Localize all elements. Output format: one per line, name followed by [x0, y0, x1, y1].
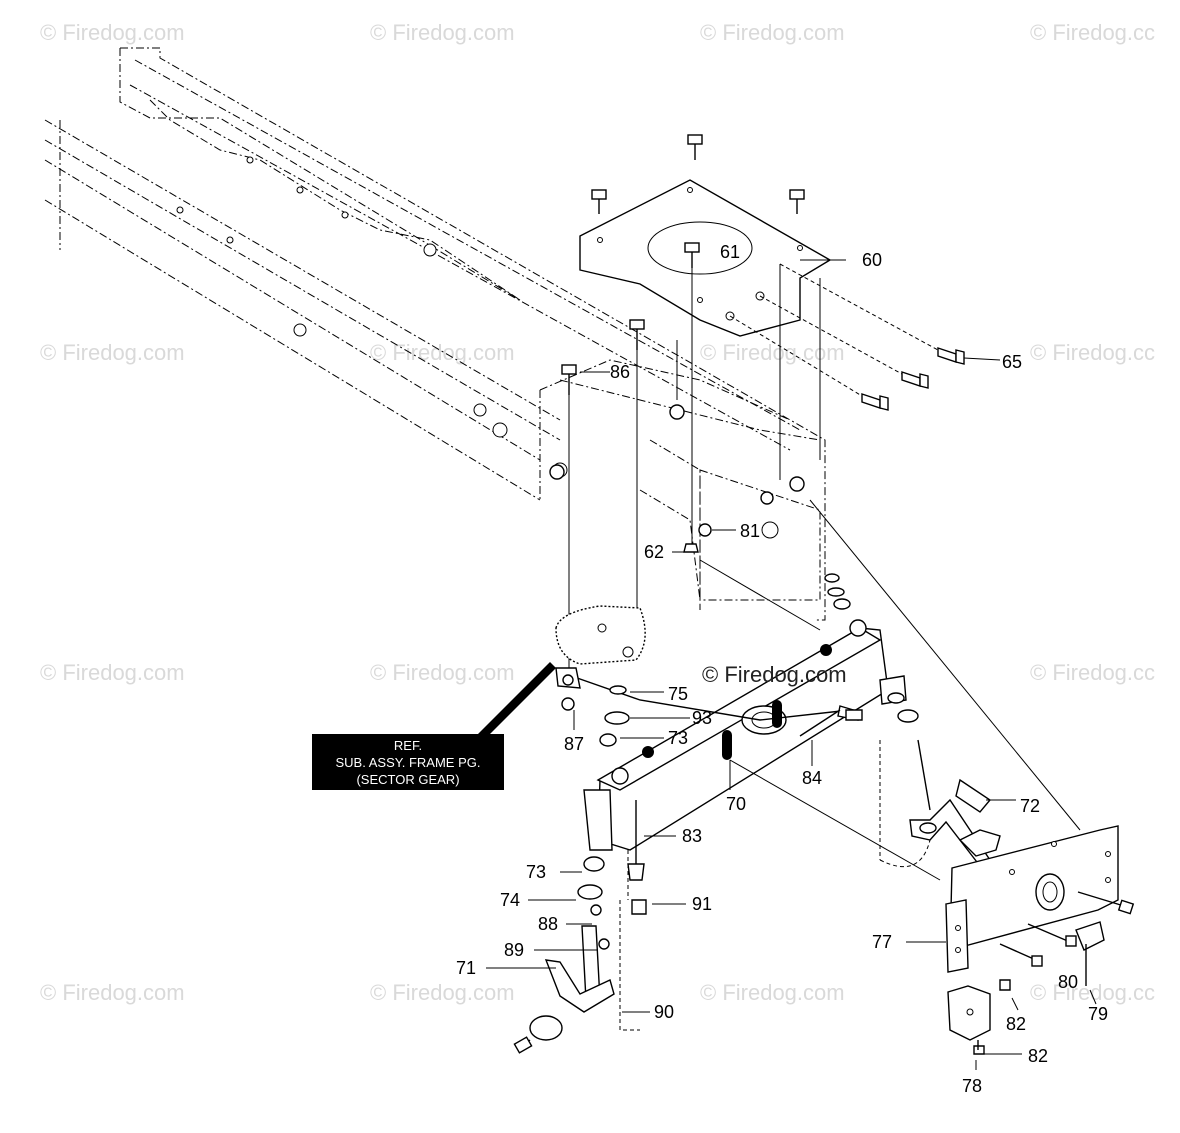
watermark: © Firedog.cc: [1030, 660, 1155, 685]
label-89: 89: [504, 940, 524, 960]
watermark: © Firedog.com: [700, 980, 845, 1005]
bracket-bolts: [999, 891, 1135, 986]
label-82-upper: 82: [1006, 1014, 1026, 1034]
label-80: 80: [1058, 972, 1078, 992]
label-87: 87: [564, 734, 584, 754]
drag-link-83: [619, 800, 647, 1031]
mounting-plate-60: [579, 179, 832, 337]
front-axle-70: [583, 619, 907, 851]
watermark: © Firedog.com: [370, 660, 515, 685]
ref-line-1: REF.: [394, 738, 422, 753]
label-93: 93: [692, 708, 712, 728]
watermark: © Firedog.com: [40, 20, 185, 45]
label-91: 91: [692, 894, 712, 914]
bracket-77: [945, 825, 1119, 973]
watermark: © Firedog.com: [40, 340, 185, 365]
label-73-lower: 73: [526, 862, 546, 882]
spindle-71: [513, 904, 615, 1054]
side-bolts-65: [729, 263, 965, 411]
label-75: 75: [668, 684, 688, 704]
label-72: 72: [1020, 796, 1040, 816]
label-90: 90: [654, 1002, 674, 1022]
watermark: © Firedog.com: [40, 660, 185, 685]
watermark: © Firedog.cc: [1030, 980, 1155, 1005]
phantom-links: [699, 499, 1081, 881]
label-73-upper: 73: [668, 728, 688, 748]
sector-gear: [555, 605, 646, 665]
spindle-72: [879, 739, 1001, 868]
reference-box: REF. SUB. ASSY. FRAME PG. (SECTOR GEAR): [312, 662, 556, 790]
frame-bolts-86: [549, 264, 821, 680]
bracket-78: [947, 979, 1011, 1055]
watermark: © Firedog.cc: [1030, 340, 1155, 365]
label-77: 77: [872, 932, 892, 952]
label-81: 81: [740, 521, 760, 541]
leader-lines: [486, 259, 1097, 1070]
watermark-grid: © Firedog.com © Firedog.com © Firedog.co…: [40, 20, 1155, 1005]
label-62: 62: [644, 542, 664, 562]
ref-line-3: (SECTOR GEAR): [356, 772, 459, 787]
ref-line-2: SUB. ASSY. FRAME PG.: [336, 755, 481, 770]
watermark: © Firedog.com: [370, 980, 515, 1005]
label-78: 78: [962, 1076, 982, 1096]
part-labels: 60 61 65 86 81 62 75 93 73 87 84 70 72 8…: [456, 242, 1108, 1096]
watermark: © Firedog.com: [370, 340, 515, 365]
label-65: 65: [1002, 352, 1022, 372]
label-88: 88: [538, 914, 558, 934]
label-61: 61: [720, 242, 740, 262]
watermark: © Firedog.com: [370, 20, 515, 45]
label-83: 83: [682, 826, 702, 846]
watermark: © Firedog.cc: [1030, 20, 1155, 45]
label-70: 70: [726, 794, 746, 814]
label-86: 86: [610, 362, 630, 382]
washers-lower: [577, 856, 605, 900]
label-84: 84: [802, 768, 822, 788]
watermark: © Firedog.com: [700, 20, 845, 45]
watermark: © Firedog.com: [40, 980, 185, 1005]
washers-upper: [561, 573, 919, 747]
center-watermark: © Firedog.com: [702, 662, 847, 687]
label-60: 60: [862, 250, 882, 270]
label-74: 74: [500, 890, 520, 910]
plate-bolts: [591, 134, 805, 268]
label-79: 79: [1088, 1004, 1108, 1024]
label-82-lower: 82: [1028, 1046, 1048, 1066]
watermark: © Firedog.com: [700, 340, 845, 365]
label-71: 71: [456, 958, 476, 978]
